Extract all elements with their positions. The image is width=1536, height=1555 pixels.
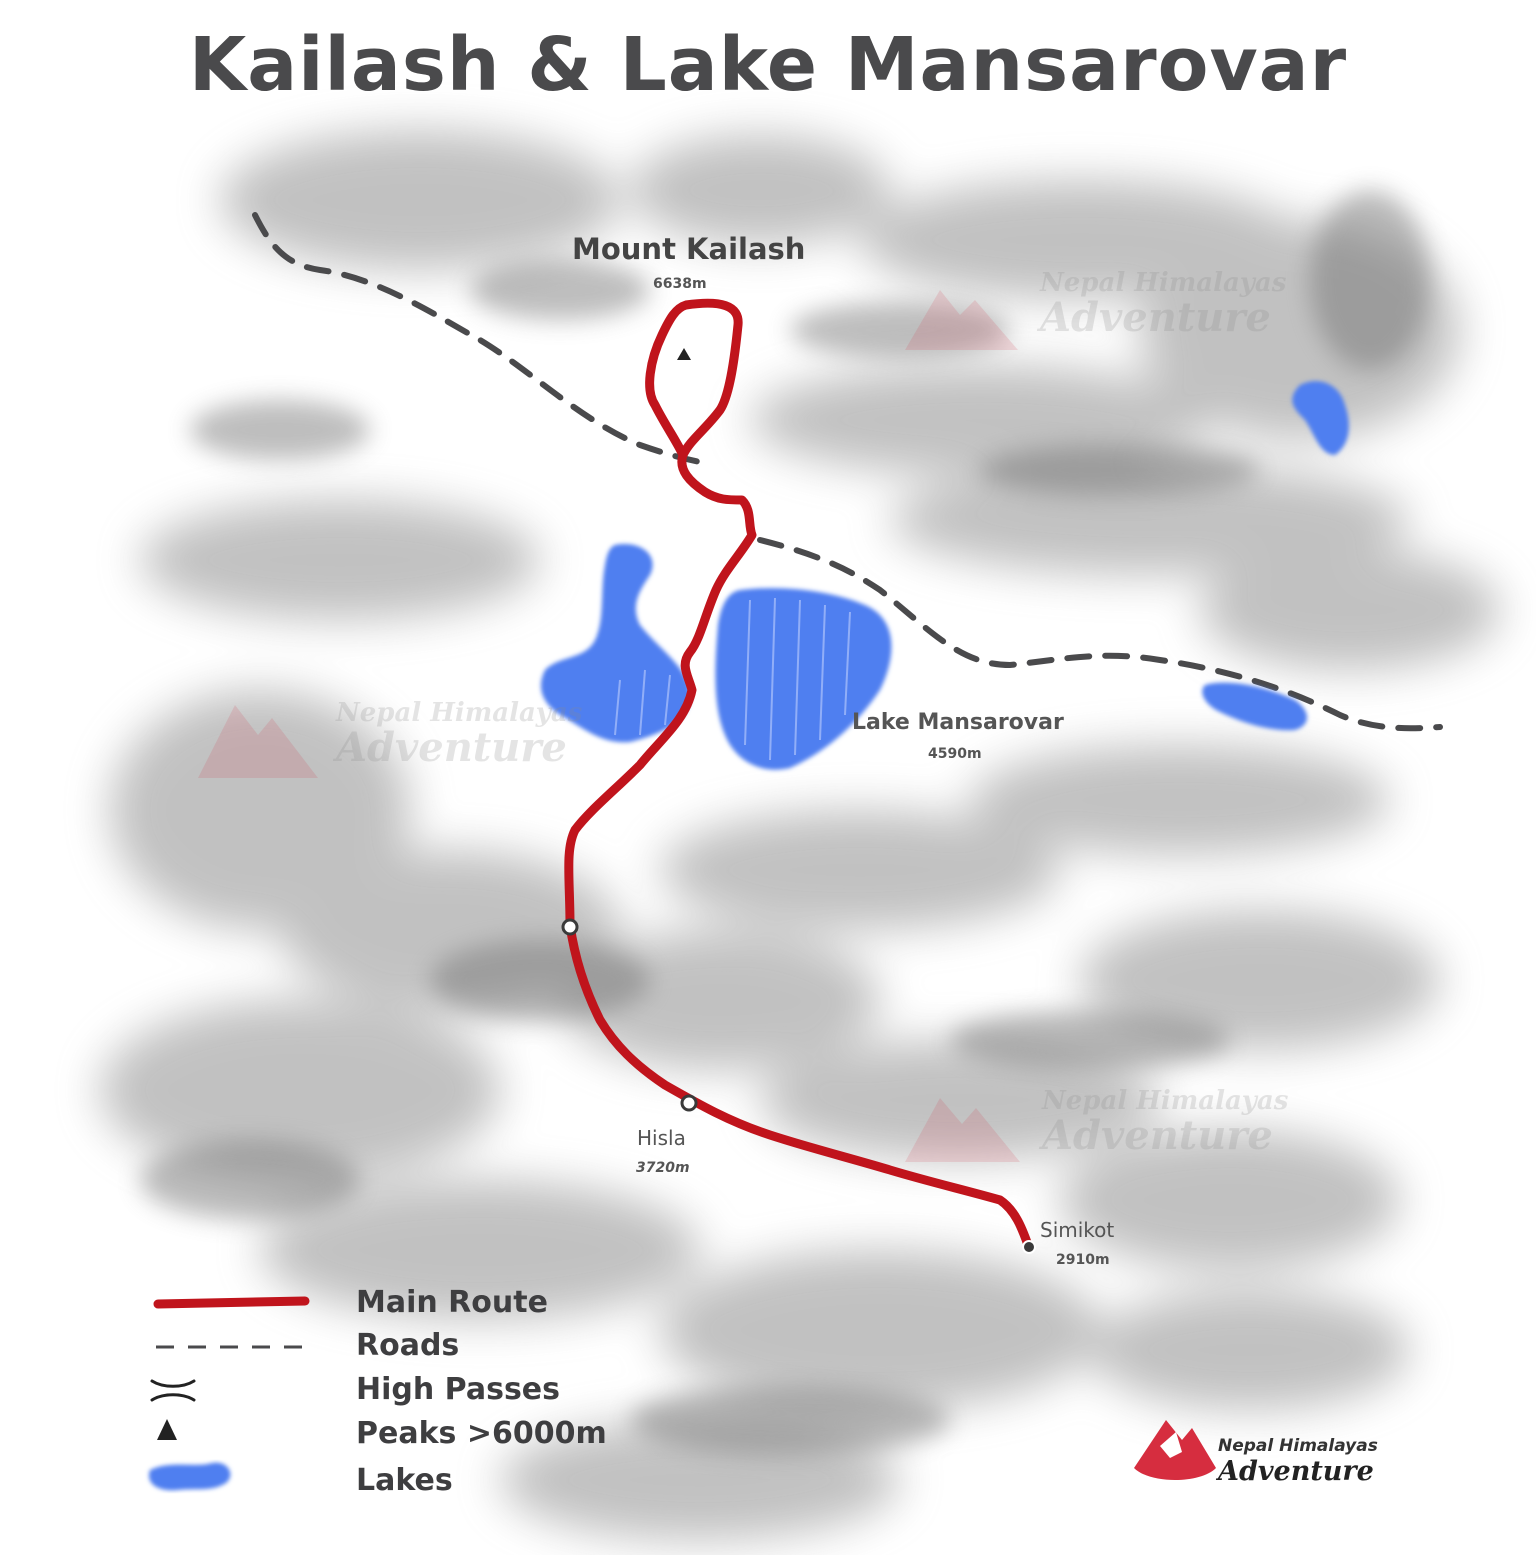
watermark: Nepal Himalayas Adventure — [336, 698, 582, 768]
brand-line2: Adventure — [1218, 1456, 1374, 1487]
legend-high-passes-label: High Passes — [356, 1372, 561, 1407]
watermark-line1: Nepal Himalayas — [1042, 1086, 1289, 1116]
lake-highlights — [614, 597, 851, 761]
high-pass-icon — [150, 1379, 196, 1402]
legend-peaks-label: Peaks >6000m — [356, 1416, 607, 1451]
lake-icon — [149, 1462, 231, 1491]
lake-northeast — [1292, 381, 1349, 455]
watermark-line2: Adventure — [1040, 294, 1271, 341]
waypoint-marker — [561, 918, 579, 936]
lake-rakshastal — [540, 544, 691, 743]
lakes — [540, 381, 1349, 770]
watermark-line1: Nepal Himalayas — [1040, 268, 1287, 298]
road-east — [757, 537, 1443, 732]
brand-logo-mark — [1134, 1420, 1216, 1480]
watermark-icons — [198, 290, 1020, 1162]
legend-main-route-label: Main Route — [356, 1285, 548, 1320]
label-hisla: Hisla — [637, 1126, 686, 1150]
watermark-line2: Adventure — [1042, 1112, 1273, 1159]
elevation-hisla: 3720m — [636, 1160, 690, 1176]
elevation-mount-kailash: 6638m — [653, 276, 707, 292]
map-title: Kailash & Lake Mansarovar — [188, 22, 1348, 108]
legend-roads-label: Roads — [356, 1328, 460, 1363]
main-route — [564, 298, 1033, 1250]
terrain-shading — [100, 130, 1500, 1540]
watermark: Nepal Himalayas Adventure — [1042, 1086, 1288, 1156]
waypoint-marker-hisla — [680, 1094, 698, 1112]
watermark: Nepal Himalayas Adventure — [1040, 268, 1286, 338]
watermark-line1: Nepal Himalayas — [336, 698, 583, 728]
lake-east — [1202, 682, 1308, 731]
kora-loop — [645, 298, 743, 460]
legend-route-swatch — [153, 1296, 310, 1309]
elevation-lake-mansarovar: 4590m — [928, 746, 982, 762]
lake-mansarovar — [715, 588, 892, 770]
label-simikot: Simikot — [1040, 1218, 1115, 1242]
peak-icon — [157, 1419, 177, 1440]
legend-lakes-label: Lakes — [356, 1463, 453, 1498]
road-north — [252, 212, 703, 465]
route-main-line — [564, 450, 1033, 1250]
waypoint-marker-simikot — [1022, 1240, 1036, 1254]
label-lake-mansarovar: Lake Mansarovar — [852, 710, 1064, 735]
watermark-line2: Adventure — [336, 724, 567, 771]
brand-logo: Nepal Himalayas Adventure — [1130, 1432, 1400, 1492]
roads — [252, 212, 1443, 732]
elevation-simikot: 2910m — [1056, 1252, 1110, 1268]
peak-marker-kailash — [677, 348, 691, 360]
label-mount-kailash: Mount Kailash — [572, 232, 806, 266]
brand-line1: Nepal Himalayas — [1218, 1436, 1378, 1456]
legend-symbols — [149, 1296, 310, 1491]
